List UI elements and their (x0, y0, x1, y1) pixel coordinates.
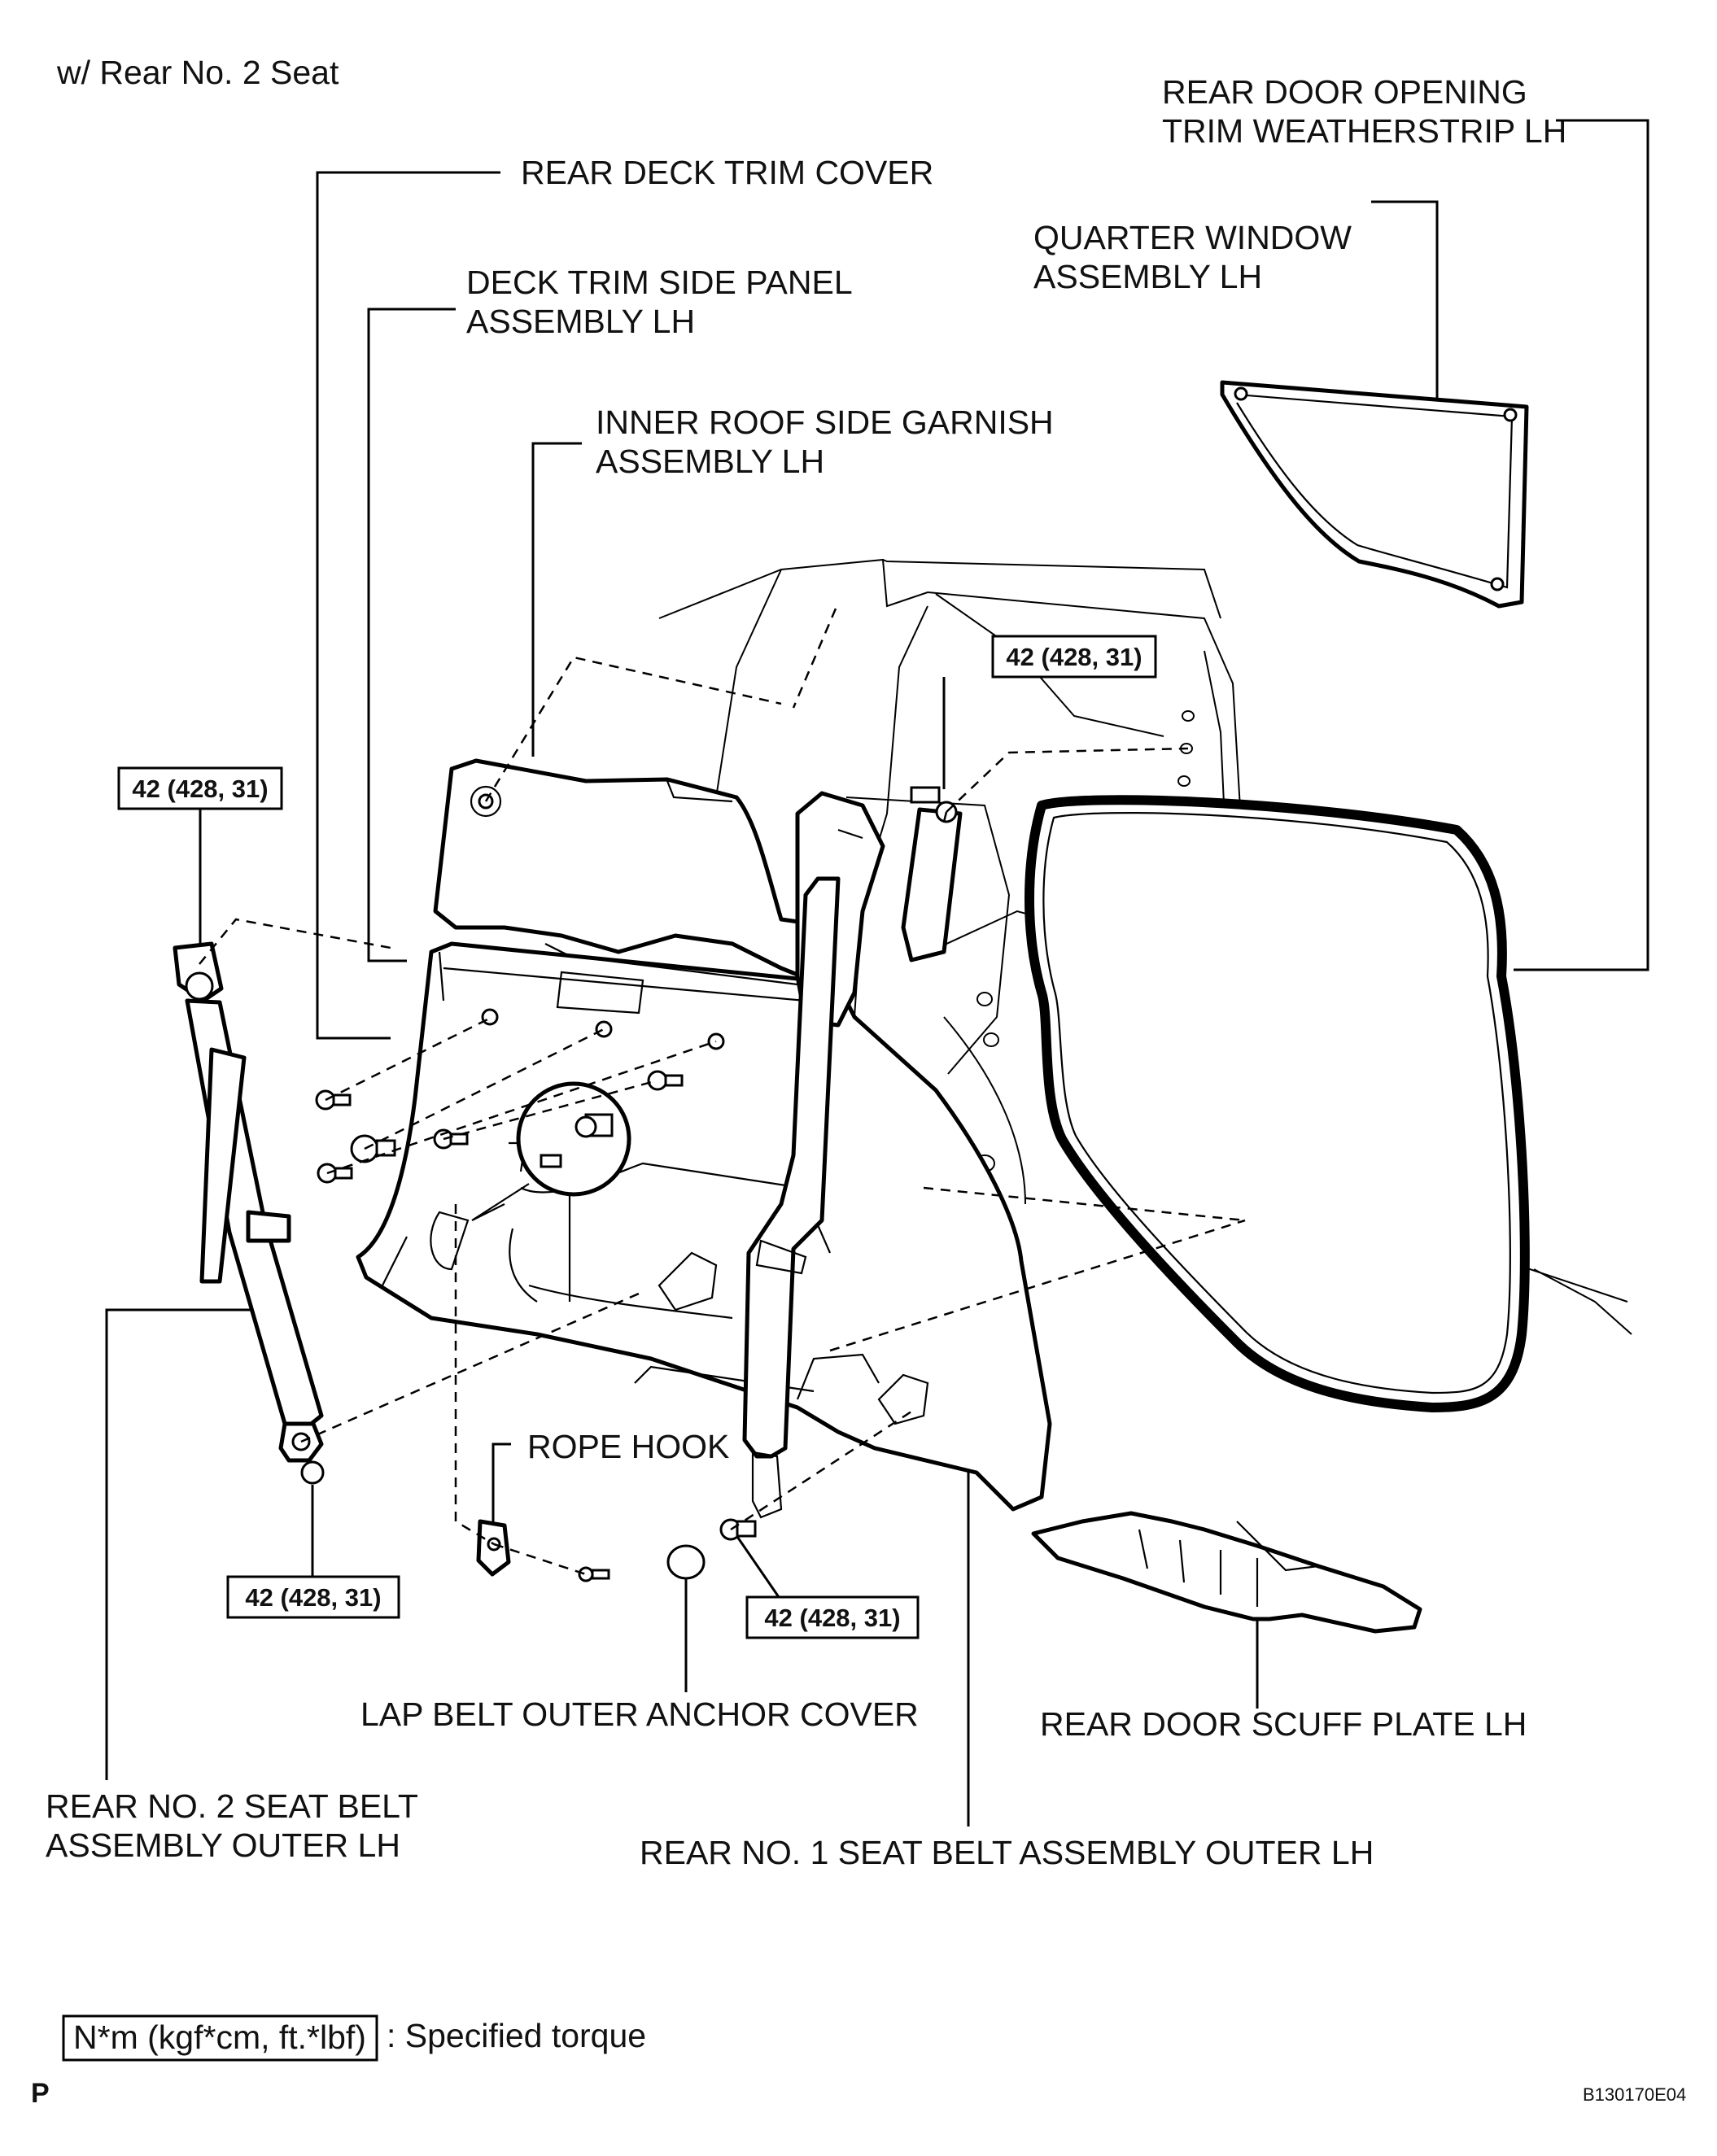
label-quarter-window-line1: QUARTER WINDOW (1033, 219, 1352, 256)
torque-box-upper-right: 42 (428, 31) (991, 635, 1157, 679)
leader-quarter-window (1371, 200, 1439, 399)
label-rope-hook: ROPE HOOK (527, 1428, 729, 1465)
label-deck-trim-side-panel-line1: DECK TRIM SIDE PANEL (466, 264, 853, 301)
clip-center-2 (647, 1070, 684, 1091)
clip-left-1 (315, 1089, 352, 1111)
label-rear-deck-trim-cover: REAR DECK TRIM COVER (521, 154, 933, 191)
page-marker: P (31, 2078, 50, 2109)
figure-code: B130170E04 (1583, 2084, 1686, 2105)
label-inner-roof-side-garnish-line1: INNER ROOF SIDE GARNISH (596, 404, 1054, 441)
variant-label: w/ Rear No. 2 Seat (56, 54, 339, 91)
anchor-bolt-lower-left (300, 1460, 325, 1485)
leader-deck-trim-side-panel (367, 308, 456, 962)
label-inner-roof-side-garnish-line2: ASSEMBLY LH (596, 443, 824, 480)
lap-belt-outer-anchor-cover (666, 1544, 706, 1580)
legend-description: : Specified torque (387, 2017, 646, 2054)
fasteners (300, 1070, 757, 1582)
label-quarter-window-line2: ASSEMBLY LH (1033, 258, 1262, 295)
leader-rear-no2-seat-belt (105, 1308, 281, 1780)
label-rear-door-opening-trim-line2: TRIM WEATHERSTRIP LH (1162, 112, 1566, 150)
label-deck-trim-side-panel-line2: ASSEMBLY LH (466, 303, 695, 340)
label-rear-door-scuff-plate: REAR DOOR SCUFF PLATE LH (1040, 1705, 1527, 1743)
label-rear-no2-seat-belt-line2: ASSEMBLY OUTER LH (46, 1826, 400, 1864)
torque-box-upper-left: 42 (428, 31) (117, 766, 283, 810)
leader-rear-deck-trim-cover (316, 171, 500, 1040)
leader-torque-lower-center (731, 1529, 780, 1598)
label-rear-no2-seat-belt-line1: REAR NO. 2 SEAT BELT (46, 1787, 418, 1825)
label-lap-belt-outer-anchor-cover: LAP BELT OUTER ANCHOR COVER (360, 1696, 919, 1733)
clip-left-2 (350, 1134, 396, 1163)
alignment-lines (199, 608, 1246, 1576)
leader-rear-door-opening-trim (1514, 119, 1649, 971)
leader-inner-roof-side-garnish (531, 442, 582, 757)
rear-door-opening-weatherstrip (1025, 795, 1530, 1412)
rope-hook (476, 1519, 511, 1577)
torque-value-lower-left: 42 (428, 31) (245, 1583, 381, 1612)
rope-hook-bolt (578, 1566, 610, 1582)
inner-roof-side-garnish-assembly (433, 758, 849, 987)
rear-no2-seat-belt-assembly (173, 941, 324, 1463)
rear-door-scuff-plate (1031, 1511, 1422, 1634)
torque-box-lower-center: 42 (428, 31) (745, 1595, 920, 1639)
torque-value-upper-left: 42 (428, 31) (132, 775, 268, 803)
deck-trim-side-panel-assembly (356, 941, 1052, 1512)
torque-legend: N*m (kgf*cm, ft.*lbf) : Specified torque (62, 2014, 646, 2062)
torque-value-upper-right: 42 (428, 31) (1006, 643, 1142, 671)
label-rear-door-opening-trim-line1: REAR DOOR OPENING (1162, 73, 1527, 111)
torque-box-lower-left: 42 (428, 31) (226, 1575, 400, 1619)
leader-rope-hook (492, 1442, 511, 1528)
quarter-window-assembly (1220, 380, 1529, 609)
anchor-bolt-lower-center (719, 1518, 757, 1541)
rear-no1-seat-belt-assembly (742, 786, 963, 1519)
label-rear-no1-seat-belt: REAR NO. 1 SEAT BELT ASSEMBLY OUTER LH (640, 1834, 1374, 1871)
legend-unit-box: N*m (kgf*cm, ft.*lbf) (73, 2019, 366, 2056)
torque-value-lower-center: 42 (428, 31) (764, 1604, 900, 1632)
